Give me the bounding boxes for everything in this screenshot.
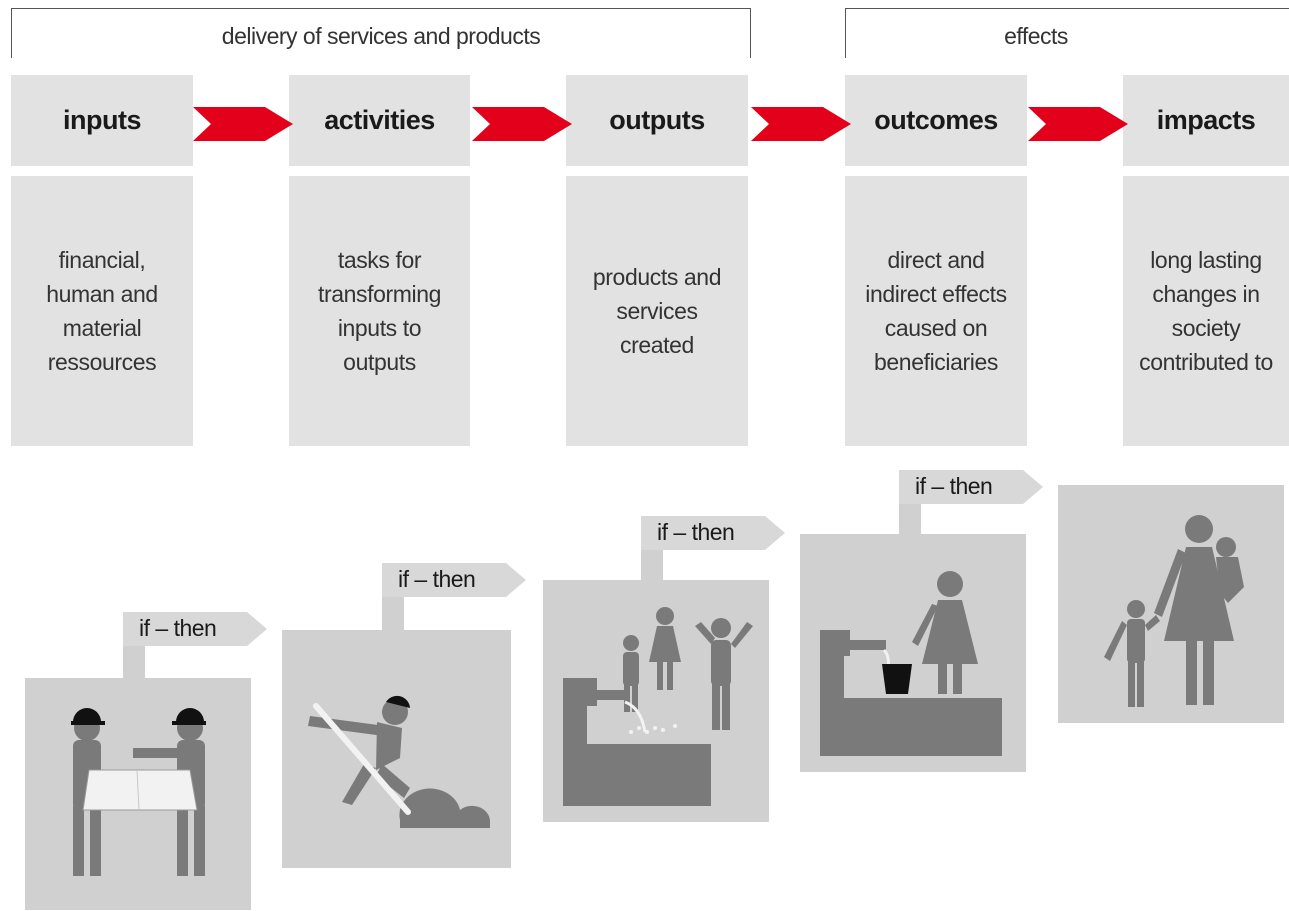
red-chevron-arrow-icon	[1028, 107, 1128, 141]
worker-digging-icon	[308, 695, 490, 828]
outcomes-pictogram-card	[800, 534, 1026, 772]
stage-inputs-description: financial, human and material ressources	[11, 176, 193, 446]
workers-reading-plan-icon	[71, 708, 206, 876]
if-then-label: if – then	[398, 566, 476, 592]
stage-inputs-title: inputs	[11, 75, 193, 166]
woman-fetching-water-icon	[820, 571, 1002, 756]
tag-stem	[123, 646, 145, 678]
effects-bracket-label: effects	[1004, 23, 1068, 49]
effects-bracket: effects	[845, 8, 1289, 58]
stage-outputs-title: outputs	[566, 75, 748, 166]
tag-stem	[641, 550, 663, 580]
stage-activities-description: tasks for transforming inputs to outputs	[289, 176, 470, 446]
if-then-tag: if – then	[641, 516, 785, 550]
if-then-tag: if – then	[382, 563, 526, 597]
tag-stem	[382, 597, 404, 631]
impacts-pictogram-card	[1058, 485, 1284, 723]
stage-outcomes-description: direct and indirect effects caused on be…	[845, 176, 1027, 446]
stage-impacts-title: impacts	[1123, 75, 1289, 166]
outputs-pictogram-card	[543, 580, 769, 822]
activities-pictogram-card	[282, 630, 511, 868]
red-chevron-arrow-icon	[193, 107, 293, 141]
if-then-label: if – then	[139, 615, 217, 641]
tag-stem	[899, 504, 921, 534]
red-chevron-arrow-icon	[751, 107, 851, 141]
if-then-tag: if – then	[123, 612, 267, 646]
delivery-bracket: delivery of services and products	[11, 8, 751, 58]
red-chevron-arrow-icon	[472, 107, 572, 141]
stage-outputs-description: products and services created	[566, 176, 748, 446]
if-then-label: if – then	[915, 473, 993, 499]
if-then-tag: if – then	[899, 470, 1043, 504]
people-at-water-tap-icon	[563, 607, 753, 806]
stage-impacts-description: long lasting changes in society contribu…	[1123, 176, 1289, 446]
stage-outcomes-title: outcomes	[845, 75, 1027, 166]
family-icon	[1104, 515, 1244, 707]
inputs-pictogram-card	[25, 678, 251, 910]
delivery-bracket-label: delivery of services and products	[221, 23, 541, 49]
if-then-label: if – then	[657, 519, 735, 545]
stage-activities-title: activities	[289, 75, 470, 166]
